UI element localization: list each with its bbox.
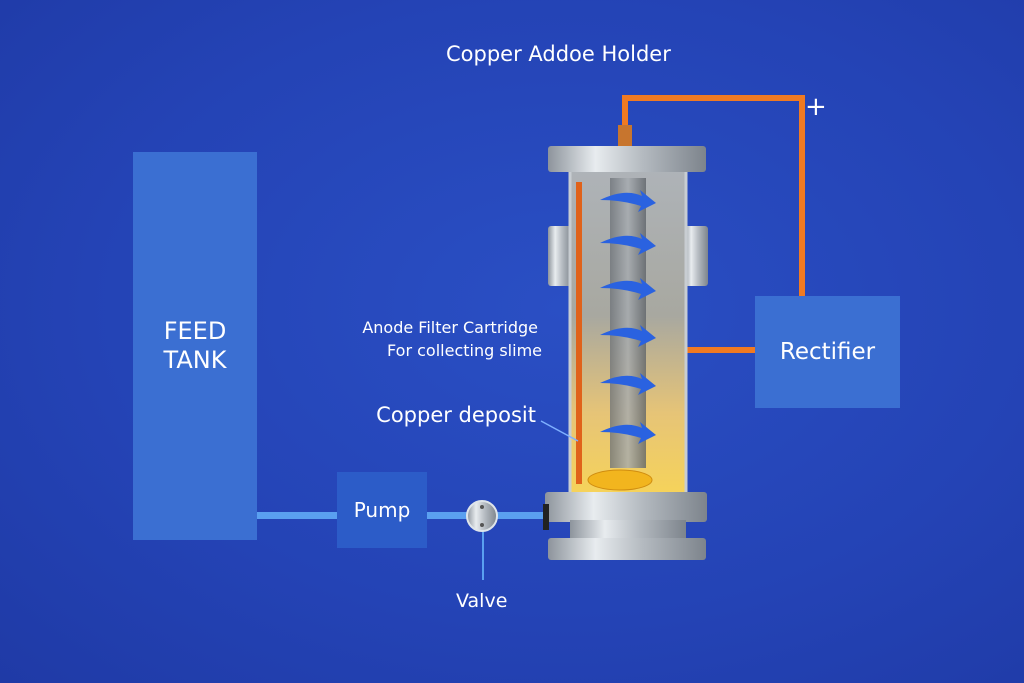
filter-annotation-1: Anode Filter Cartridge — [362, 318, 538, 337]
feed-tank-label-1: FEED — [163, 317, 227, 345]
electrowinning-cell — [543, 125, 708, 560]
diagram-title: Copper Addoe Holder — [446, 42, 671, 66]
deposit-annotation: Copper deposit — [376, 403, 536, 427]
pump: Pump — [337, 472, 427, 548]
positive-terminal-label: + — [805, 92, 827, 122]
feed-tank: FEED TANK — [133, 152, 257, 540]
feed-tank-label-2: TANK — [163, 346, 227, 374]
deposit-leader-line — [540, 420, 579, 442]
filter-annotation-2: For collecting slime — [387, 341, 542, 360]
rectifier-label: Rectifier — [779, 339, 876, 365]
valve-icon — [466, 500, 498, 532]
valve-label: Valve — [456, 590, 508, 612]
rectifier: Rectifier — [755, 296, 900, 408]
pump-label: Pump — [353, 498, 411, 522]
flow-arrows — [600, 190, 656, 444]
rectifier-wire — [622, 95, 805, 353]
